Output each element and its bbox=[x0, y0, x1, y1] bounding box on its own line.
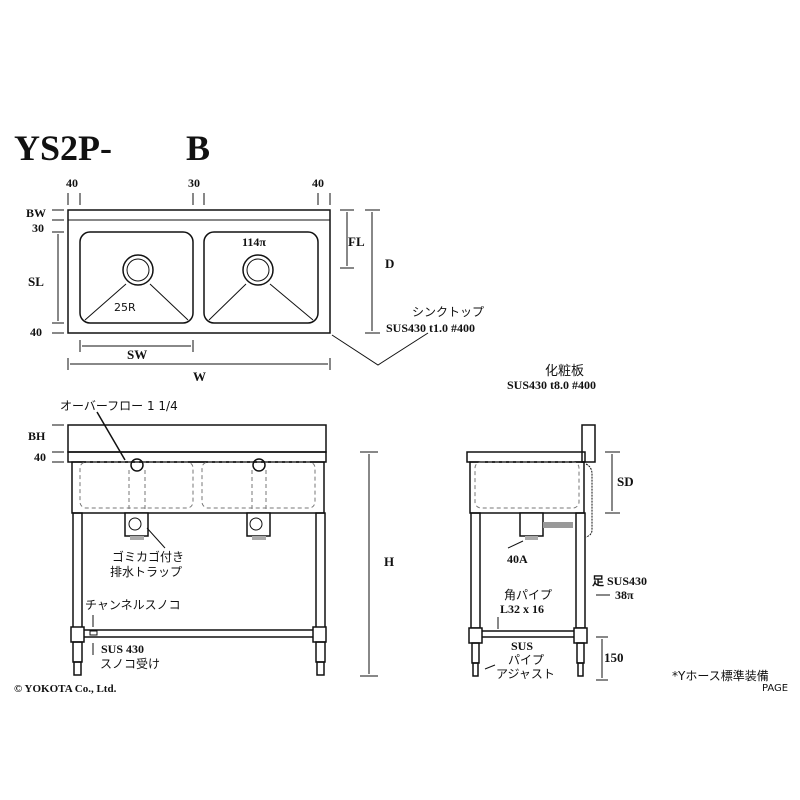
panel-spec: SUS430 t8.0 #400 bbox=[507, 378, 596, 392]
leg-size: 38π bbox=[615, 588, 634, 602]
dim-40-front: 40 bbox=[34, 450, 46, 464]
dim-bw: BW bbox=[26, 206, 46, 220]
trap-label-2: 排水トラップ bbox=[110, 565, 182, 579]
dim-30: 30 bbox=[32, 221, 44, 235]
sus430-label: SUS 430 bbox=[101, 642, 144, 656]
drain-diameter: 114π bbox=[242, 235, 266, 249]
trap-label-1: ゴミカゴ付き bbox=[112, 549, 184, 564]
top-view: 40 30 40 BW 30 SL 40 SW W FL D 114π 25R … bbox=[26, 176, 484, 384]
front-view: オーバーフロー 1 1/4 BH 40 H ゴミカゴ付き 排水トラップ チャンネ… bbox=[28, 399, 394, 677]
sunoko-label: スノコ受け bbox=[100, 657, 160, 671]
dim-150: 150 bbox=[604, 650, 624, 665]
dim-w: W bbox=[193, 369, 206, 384]
sink-top-label: シンクトップ bbox=[412, 305, 484, 319]
adjust-label-3: アジャスト bbox=[496, 667, 555, 681]
leg-label: 足 SUS430 bbox=[592, 574, 647, 588]
model-title: YS2P- bbox=[14, 128, 112, 168]
adjust-label-1: SUS bbox=[511, 639, 533, 653]
pipe-label: 角パイプ bbox=[504, 588, 552, 602]
side-view: 化粧板 SUS430 t8.0 #400 SD 40A 角パイプ L32 x 1… bbox=[466, 364, 647, 681]
pipe-size: L32 x 16 bbox=[500, 602, 544, 616]
overflow-label: オーバーフロー 1 1/4 bbox=[60, 399, 178, 413]
dim-40-left: 40 bbox=[30, 325, 42, 339]
hose-note: *Yホース標準装備 bbox=[672, 668, 769, 683]
model-suffix: B bbox=[186, 128, 210, 168]
dim-sd: SD bbox=[617, 474, 634, 489]
panel-label: 化粧板 bbox=[545, 364, 584, 379]
dim-fl: FL bbox=[348, 234, 365, 249]
page-label: PAGE bbox=[762, 683, 788, 694]
channel-label: チャンネルスノコ bbox=[85, 598, 181, 612]
copyright: © YOKOTA Co., Ltd. bbox=[14, 683, 117, 695]
sink-top-spec: SUS430 t1.0 #400 bbox=[386, 321, 475, 335]
dim-bh: BH bbox=[28, 429, 46, 443]
dim-top-mid: 30 bbox=[188, 176, 200, 190]
dim-d: D bbox=[385, 256, 394, 271]
dim-top-right: 40 bbox=[312, 176, 324, 190]
dim-sw: SW bbox=[127, 347, 147, 362]
dim-top-left: 40 bbox=[66, 176, 78, 190]
dim-sl: SL bbox=[28, 274, 44, 289]
corner-radius: 25R bbox=[114, 301, 136, 314]
drain-size: 40A bbox=[507, 552, 528, 566]
adjust-label-2: パイプ bbox=[508, 653, 544, 667]
dim-h: H bbox=[384, 554, 394, 569]
